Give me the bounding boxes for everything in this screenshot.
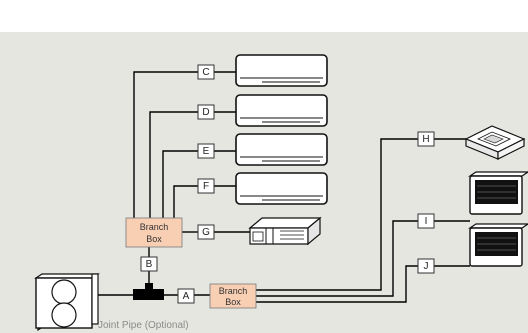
floor-console-unit-icon	[468, 171, 528, 215]
pipe-label-d: D	[197, 104, 215, 120]
branch-box-lower: Branch Box	[209, 283, 257, 309]
pipe-label-i-text: I	[425, 216, 428, 227]
ducted-unit-icon	[248, 216, 322, 246]
joint-pipe-icon	[133, 283, 164, 300]
pipes	[97, 71, 470, 303]
pipe-label-f-text: F	[203, 181, 209, 192]
pipe-label-g-text: G	[202, 227, 210, 238]
branch-box-lower-line2: Box	[225, 297, 241, 307]
outdoor-unit-icon	[34, 273, 100, 332]
pipe-label-i: I	[417, 213, 435, 229]
pipe-label-c-text: C	[202, 67, 209, 78]
pipe-label-b: B	[140, 256, 158, 272]
pipe-label-g: G	[197, 224, 215, 240]
branch-box-upper: Branch Box	[125, 217, 183, 248]
pipe-label-d-text: D	[202, 107, 209, 118]
branch-box-lower-line1: Branch	[219, 286, 248, 296]
joint-pipe-caption: Joint Pipe (Optional)	[98, 320, 189, 331]
wall-mounted-unit-icon	[235, 172, 328, 205]
pipe-label-h-text: H	[422, 134, 429, 145]
pipe-label-e: E	[197, 143, 215, 159]
pipe-label-c: C	[197, 64, 215, 80]
cassette-unit-icon	[464, 125, 526, 160]
pipe-label-a-text: A	[183, 291, 190, 302]
pipe-label-a: A	[177, 288, 195, 304]
pipe-label-e-text: E	[203, 146, 210, 157]
top-band	[0, 0, 528, 32]
branch-box-upper-line1: Branch	[140, 222, 169, 232]
wall-mounted-unit-icon	[235, 94, 328, 127]
wall-mounted-unit-icon	[235, 133, 328, 166]
pipe-label-f: F	[197, 178, 215, 194]
floor-console-unit-icon	[468, 223, 528, 267]
branch-box-upper-line2: Box	[146, 234, 162, 244]
pipe-label-j: J	[417, 258, 435, 274]
pipe-label-h: H	[417, 131, 435, 147]
wall-mounted-unit-icon	[235, 54, 328, 87]
pipe-label-b-text: B	[146, 259, 153, 270]
pipe-label-j-text: J	[424, 261, 429, 272]
